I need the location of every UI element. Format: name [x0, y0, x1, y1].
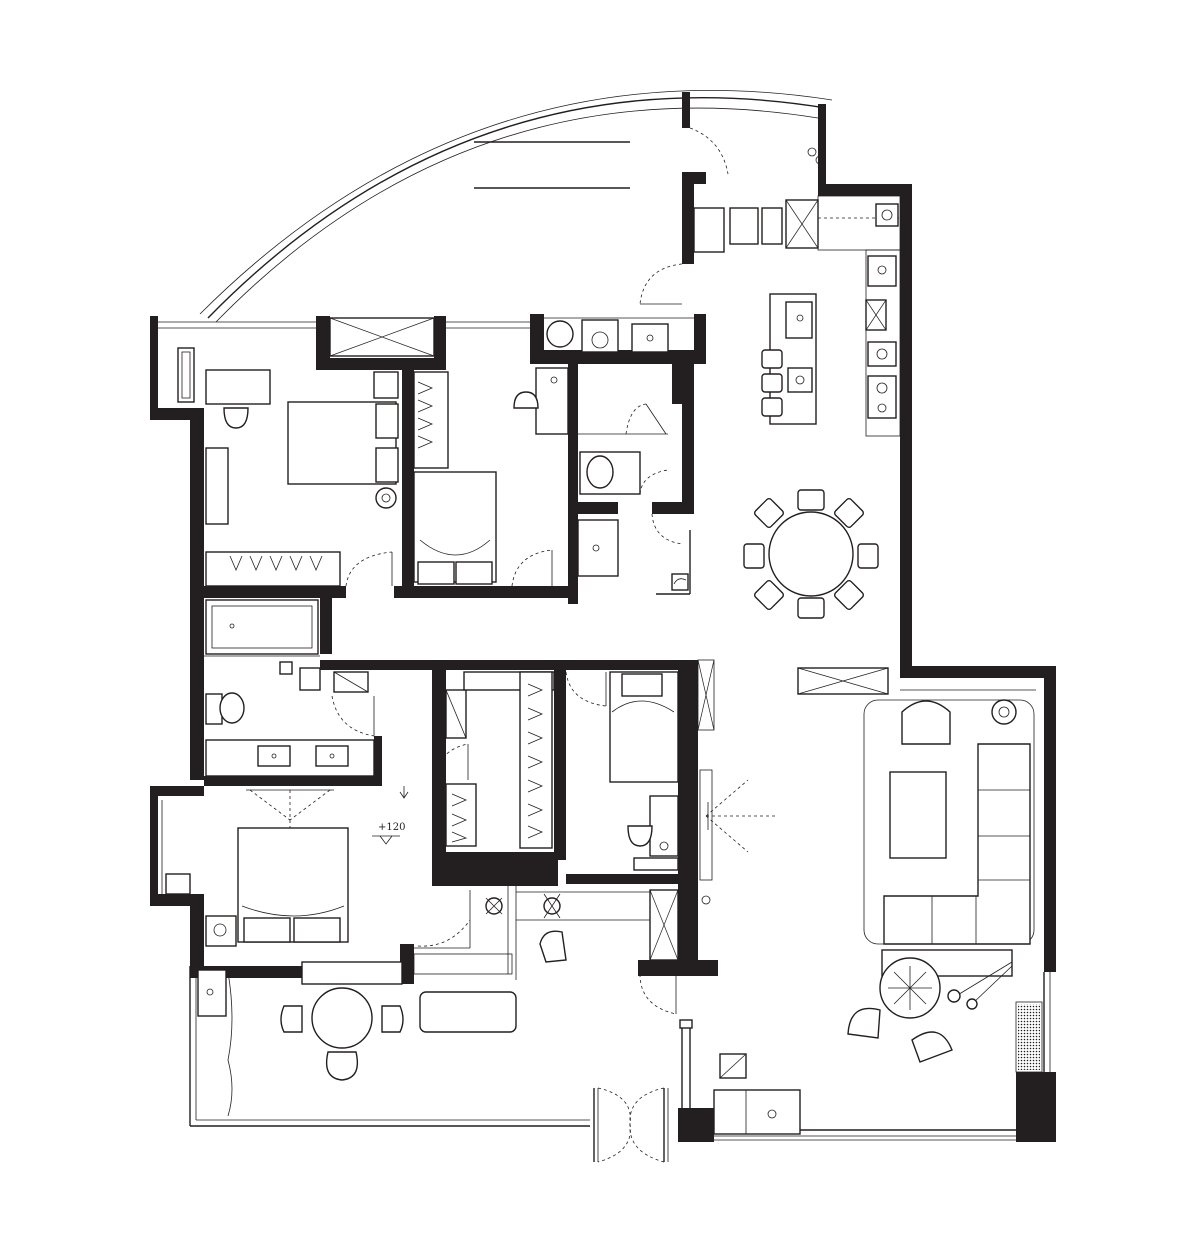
bathroom-top — [513, 364, 694, 604]
master-bedroom — [150, 316, 572, 622]
bottom-terrace — [189, 930, 693, 1163]
bedroom-2 — [413, 371, 553, 587]
dining-table — [743, 489, 889, 695]
living-room — [713, 689, 1036, 1135]
wardrobe-corridor — [380, 660, 682, 886]
bedroom-3 — [565, 659, 776, 976]
laundry-area — [530, 314, 706, 364]
exterior-walls — [678, 172, 1056, 1142]
bathroom-left — [190, 598, 382, 786]
curved-balcony — [199, 90, 833, 323]
bedroom-4: +120 — [150, 786, 650, 980]
kitchen — [639, 195, 901, 437]
level-label: +120 — [378, 822, 405, 833]
